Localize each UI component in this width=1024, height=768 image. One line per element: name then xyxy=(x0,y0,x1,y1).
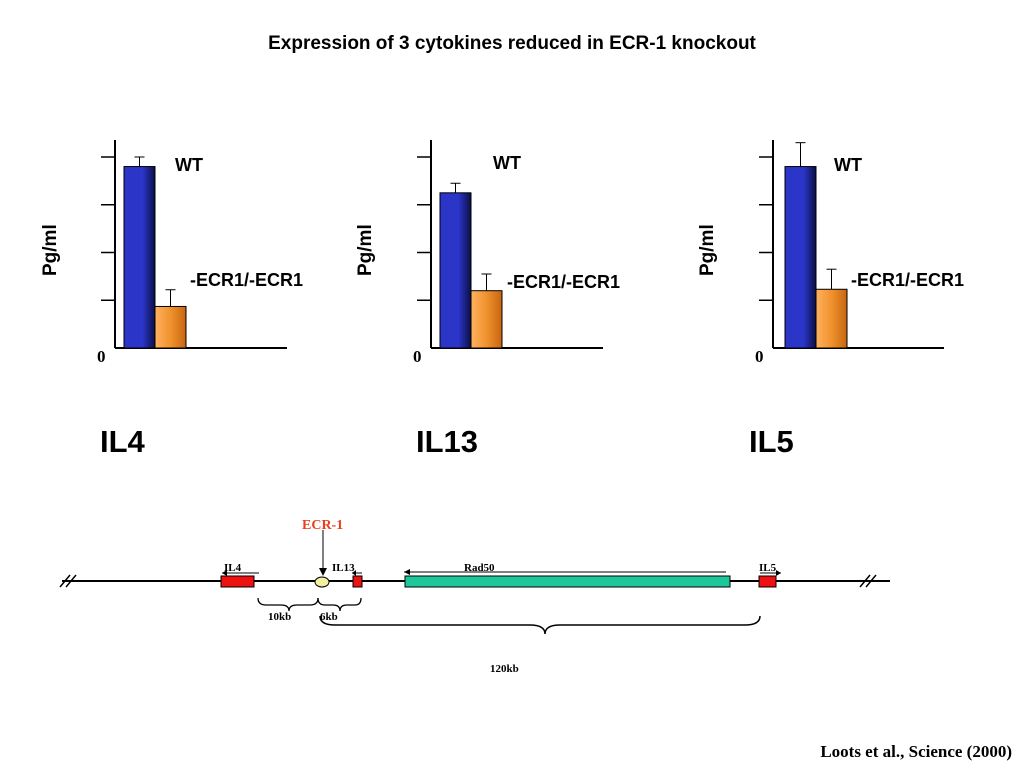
rad50-gene-box xyxy=(404,575,731,588)
brace-6kb xyxy=(317,597,362,612)
chart-3-title: IL5 xyxy=(749,424,794,459)
chart-3-ko-label: -ECR1/-ECR1 xyxy=(851,270,965,290)
il5-arrowhead-icon xyxy=(776,570,781,576)
rad50-arrowhead-icon xyxy=(404,569,410,575)
chart-1-ko-label: -ECR1/-ECR1 xyxy=(190,270,304,290)
chart-3-bar-wt xyxy=(784,166,817,349)
ecr-node xyxy=(314,576,330,588)
il13-gene-box xyxy=(352,575,363,588)
chart-1-wt-label: WT xyxy=(175,155,203,175)
rad50-gene-label: Rad50 xyxy=(464,562,495,574)
chart-2-ko-label: -ECR1/-ECR1 xyxy=(507,272,621,292)
chart-2-zero-tick: 0 xyxy=(413,347,422,366)
chart-1-title: IL4 xyxy=(100,424,145,459)
chart-2-title: IL13 xyxy=(416,424,479,459)
left-break-mark xyxy=(59,574,77,588)
brace-10kb xyxy=(257,597,319,612)
il5-gene-box xyxy=(758,575,777,588)
il4-gene-label: IL4 xyxy=(224,562,242,574)
chart-2-wt-label: WT xyxy=(493,153,521,173)
distance-120kb-label: 120kb xyxy=(490,663,519,675)
chart-3-bar-ko xyxy=(815,288,848,349)
chart-1-zero-tick: 0 xyxy=(97,347,106,366)
il4-arrowhead-icon xyxy=(222,570,227,576)
il13-gene-label: IL13 xyxy=(332,562,355,574)
chart-1-bar-ko xyxy=(154,305,187,349)
chart-3-zero-tick: 0 xyxy=(755,347,764,366)
distance-10kb-label: 10kb xyxy=(268,611,292,623)
citation: Loots et al., Science (2000) xyxy=(820,742,1012,761)
brace-120kb xyxy=(319,615,761,635)
ecr-pointer-arrowhead-icon xyxy=(319,568,327,576)
il5-gene-label: IL5 xyxy=(759,562,777,574)
il4-gene-box xyxy=(220,575,255,588)
il13-arrowhead-icon xyxy=(352,570,356,576)
chart-1-bar-wt xyxy=(123,166,156,349)
distance-6kb-label: 6kb xyxy=(320,611,338,623)
right-break-mark xyxy=(859,574,877,588)
ecr-label: ECR-1 xyxy=(302,518,344,533)
chart-3-wt-label: WT xyxy=(834,155,862,175)
page-title: Expression of 3 cytokines reduced in ECR… xyxy=(268,33,756,54)
